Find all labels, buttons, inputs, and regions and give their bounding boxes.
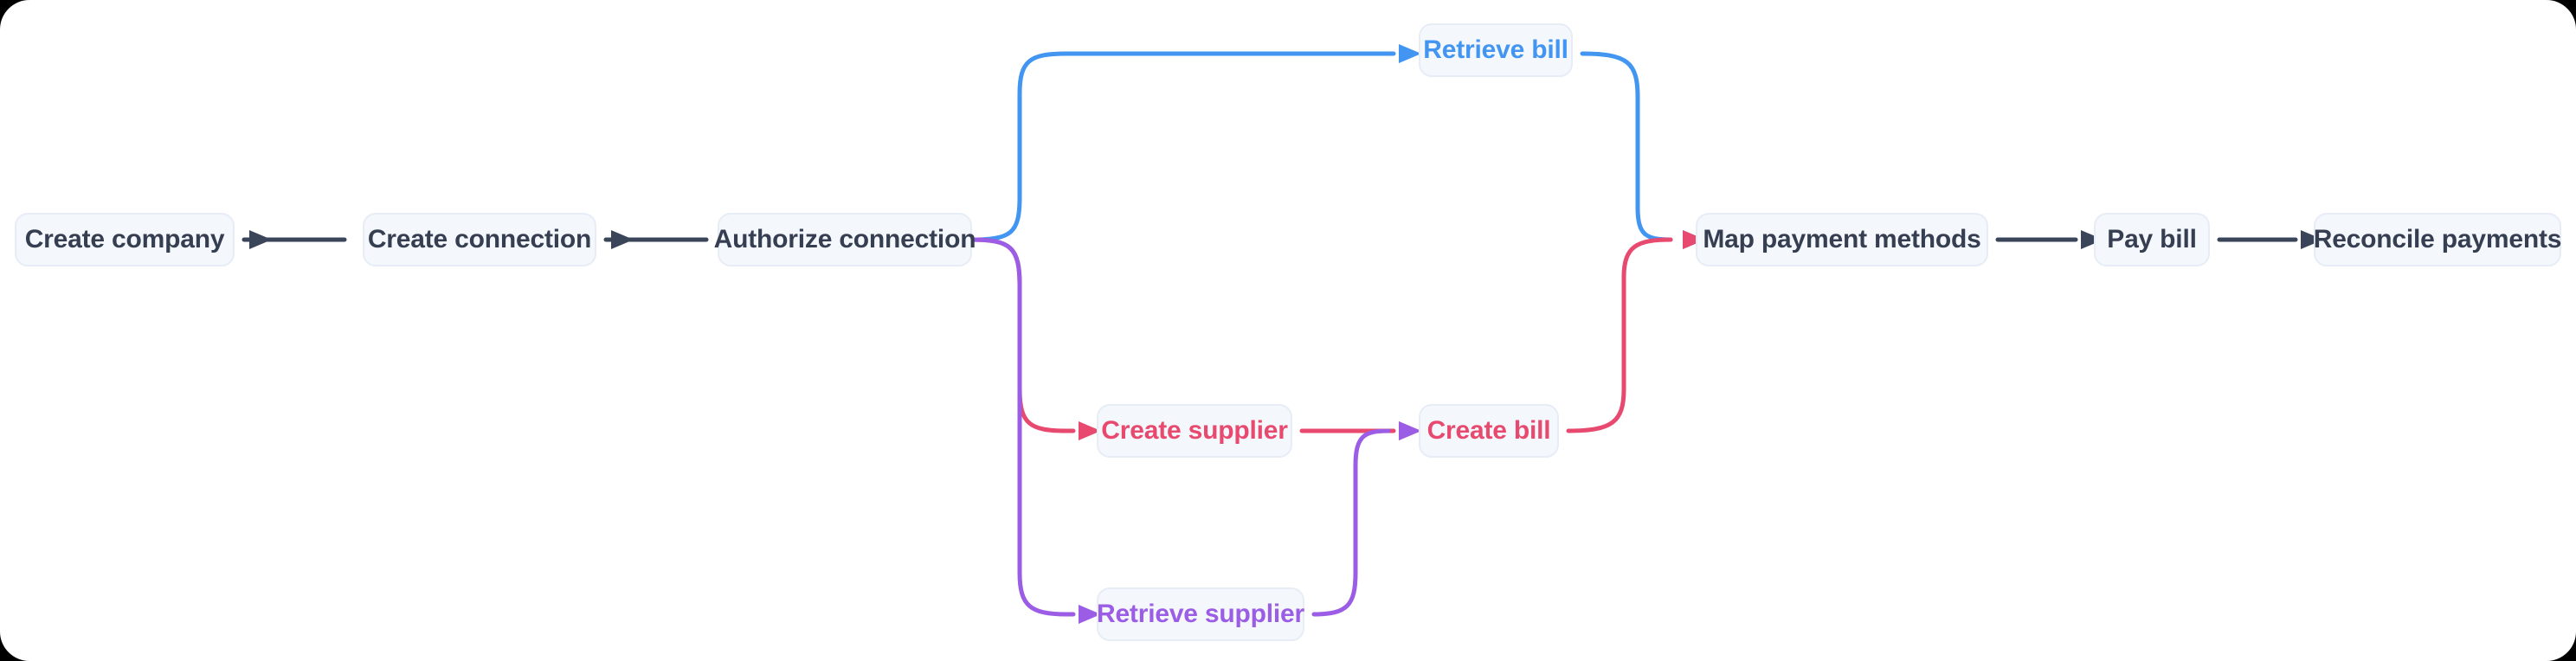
edge-create-company-to-create-connection	[242, 230, 347, 249]
edge-line	[969, 237, 1076, 617]
edge-line	[969, 237, 1076, 433]
edge-retrieve-bill-to-map-payment-methods	[1580, 51, 1705, 249]
arrowhead-icon	[611, 230, 634, 249]
node-label: Retrieve bill	[1423, 35, 1568, 64]
node-pay-bill[interactable]: Pay bill	[2094, 213, 2210, 266]
arrowhead-icon	[1399, 421, 1421, 440]
node-box[interactable]	[363, 213, 596, 266]
node-create-bill[interactable]: Create bill	[1419, 404, 1559, 458]
edge-line	[1566, 237, 1673, 433]
node-label: Authorize connection	[714, 225, 976, 253]
arrowhead-icon	[249, 230, 272, 249]
edge-pay-bill-to-reconcile-payments	[2217, 230, 2323, 249]
edge-line	[1580, 51, 1673, 242]
edge-retrieve-supplier-to-create-bill	[1311, 421, 1421, 617]
edge-create-bill-to-map-payment-methods	[1566, 230, 1705, 433]
node-label: Create connection	[368, 225, 591, 253]
node-label: Pay bill	[2107, 225, 2196, 253]
node-retrieve-bill[interactable]: Retrieve bill	[1419, 23, 1573, 77]
node-label: Reconcile payments	[2314, 225, 2562, 253]
edge-line	[1311, 428, 1391, 617]
node-create-supplier[interactable]: Create supplier	[1097, 404, 1292, 458]
arrowhead-icon	[1399, 44, 1421, 63]
node-box[interactable]	[2314, 213, 2561, 266]
node-reconcile-payments[interactable]: Reconcile payments	[2314, 213, 2562, 266]
node-box[interactable]	[2094, 213, 2210, 266]
edge-map-payment-methods-to-pay-bill	[1995, 230, 2103, 249]
arrowhead-icon	[1079, 605, 1101, 624]
node-box[interactable]	[1419, 404, 1559, 458]
node-box[interactable]	[1097, 587, 1304, 641]
node-label: Create bill	[1427, 416, 1551, 445]
node-box[interactable]	[1419, 23, 1573, 77]
arrowhead-icon	[2081, 230, 2103, 249]
node-layer: Create company Create connection Authorize…	[15, 23, 2562, 641]
node-box[interactable]	[1097, 404, 1292, 458]
node-label: Create company	[25, 225, 225, 253]
node-create-company[interactable]: Create company	[15, 213, 235, 266]
arrowhead-icon	[2301, 230, 2323, 249]
arrowhead-icon	[1683, 230, 1705, 249]
node-authorize-connection[interactable]: Authorize connection	[714, 213, 976, 266]
node-label: Create supplier	[1101, 416, 1288, 445]
edge-layer	[242, 44, 2323, 624]
arrowhead-icon	[1079, 421, 1101, 440]
node-map-payment-methods[interactable]: Map payment methods	[1696, 213, 1988, 266]
edge-authorize-connection-to-retrieve-supplier	[969, 237, 1101, 624]
node-box[interactable]	[1696, 213, 1988, 266]
node-label: Map payment methods	[1703, 225, 1980, 253]
node-label: Retrieve supplier	[1097, 600, 1305, 628]
edge-authorize-connection-to-retrieve-bill	[969, 44, 1421, 242]
node-box[interactable]	[15, 213, 235, 266]
edge-create-connection-to-authorize-connection	[603, 230, 709, 249]
node-create-connection[interactable]: Create connection	[363, 213, 596, 266]
edge-line	[969, 51, 1396, 242]
edge-authorize-connection-to-create-supplier	[969, 237, 1101, 440]
node-box[interactable]	[718, 213, 972, 266]
node-retrieve-supplier[interactable]: Retrieve supplier	[1097, 587, 1305, 641]
